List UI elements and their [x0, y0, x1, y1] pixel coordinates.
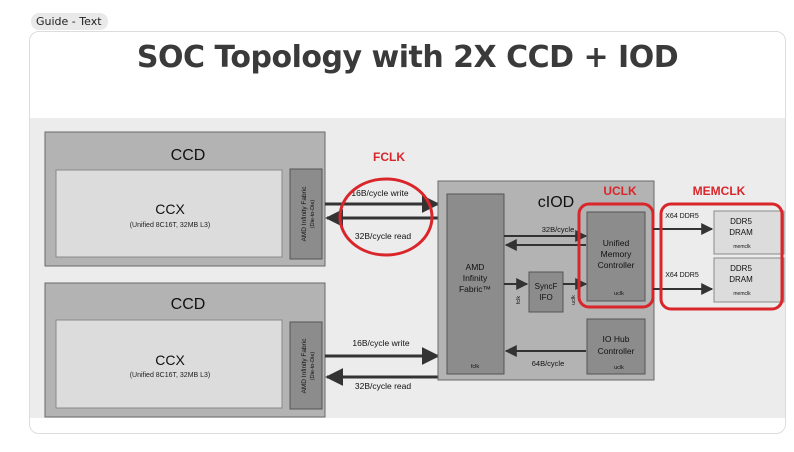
ccd-top-fabric-box [289, 168, 323, 260]
syncfifo-right-clock: uclk [571, 295, 577, 305]
dram-top: DDR5 DRAM memclk [713, 210, 785, 255]
umc-line3: Controller [598, 260, 635, 270]
guide-text-tag[interactable]: Guide - Text [31, 13, 108, 30]
ciod-fabric-line2: Infinity [463, 273, 488, 283]
dram-bottom-clock: memclk [733, 291, 751, 297]
title-area [30, 32, 785, 118]
bottom-strip [30, 418, 785, 433]
dram-top-box [713, 210, 785, 255]
syncfifo-line2: IFO [539, 293, 552, 302]
syncfifo-line1: SyncF [535, 282, 558, 291]
io-hub-box [586, 318, 646, 375]
umc-line2: Memory [601, 249, 632, 259]
ccx-top-label: CCX [155, 201, 185, 217]
dram-bottom-line1: DDR5 [730, 264, 752, 273]
ccx-bottom-box [55, 319, 283, 409]
bottom-write-label: 16B/cycle write [352, 338, 409, 348]
umc-link-label: 32B/cycle [542, 225, 575, 234]
ciod-fabric-line3: Fabric™ [459, 284, 491, 294]
ccx-bottom-label: CCX [155, 352, 185, 368]
umc-box [586, 211, 646, 302]
bottom-read-label: 32B/cycle read [355, 381, 411, 391]
ciod-fabric-line1: AMD [466, 262, 485, 272]
top-read-label: 32B/cycle read [355, 231, 411, 241]
uclk-highlight-box [577, 202, 655, 309]
ccd-top-fabric-line2: (Die-to-Die) [310, 200, 316, 229]
dram-top-line2: DRAM [729, 228, 753, 237]
ciod-label: cIOD [538, 194, 574, 211]
soc-topology-diagram: CCD CCX (Unified 8C16T, 32MB L3) AMD Inf… [44, 131, 785, 418]
fclk-highlight-circle [338, 177, 434, 257]
dram-bottom-line2: DRAM [729, 275, 753, 284]
ddr-top-label: X64 DDR5 [665, 213, 699, 220]
ccd-bottom: CCD CCX (Unified 8C16T, 32MB L3) AMD Inf… [44, 282, 326, 418]
memclk-label: MEMCLK [693, 184, 746, 198]
syncfifo-left-clock: fclk [516, 296, 522, 305]
ccd-bottom-fabric-line1: AMD Infinity Fabric [301, 338, 308, 394]
ccd-top: CCD CCX (Unified 8C16T, 32MB L3) AMD Inf… [44, 131, 326, 267]
diagram-card: SOC Topology with 2X CCD + IOD CCD CCX (… [29, 31, 786, 434]
memclk-highlight-box [659, 202, 784, 311]
dram-top-line1: DDR5 [730, 217, 752, 226]
ccd-top-label: CCD [171, 147, 206, 164]
ddr-bottom-label: X64 DDR5 [665, 272, 699, 279]
umc-line1: Unified [603, 238, 630, 248]
ccd-top-fabric-line1: AMD Infinity Fabric [301, 186, 308, 242]
ccd-bottom-fabric-line2: (Die-to-Die) [310, 352, 316, 381]
uclk-label: UCLK [603, 184, 637, 198]
umc-clock: uclk [614, 291, 624, 297]
ciod: cIOD AMD Infinity Fabric™ fclk 32B/cycle… [437, 180, 655, 381]
fclk-label: FCLK [373, 150, 405, 164]
ccd-bottom-fabric-box [289, 321, 323, 410]
io-hub-line2: Controller [598, 346, 635, 356]
ccx-bottom-sub: (Unified 8C16T, 32MB L3) [130, 372, 211, 379]
ccx-top-sub: (Unified 8C16T, 32MB L3) [130, 222, 211, 229]
dram-top-clock: memclk [733, 244, 751, 250]
syncfifo-box [528, 271, 564, 313]
io-hub-line1: IO Hub [603, 334, 630, 344]
page-title: SOC Topology with 2X CCD + IOD [136, 40, 679, 75]
dram-bottom-box [713, 257, 785, 303]
dram-bottom: DDR5 DRAM memclk [713, 257, 785, 303]
io-hub-clock: uclk [614, 365, 624, 371]
ccx-top-box [55, 169, 283, 258]
ciod-fabric-clock: fclk [471, 364, 480, 370]
io-link-label: 64B/cycle [532, 359, 565, 368]
top-write-label: 16B/cycle write [351, 188, 408, 198]
ccd-bottom-label: CCD [171, 296, 206, 313]
